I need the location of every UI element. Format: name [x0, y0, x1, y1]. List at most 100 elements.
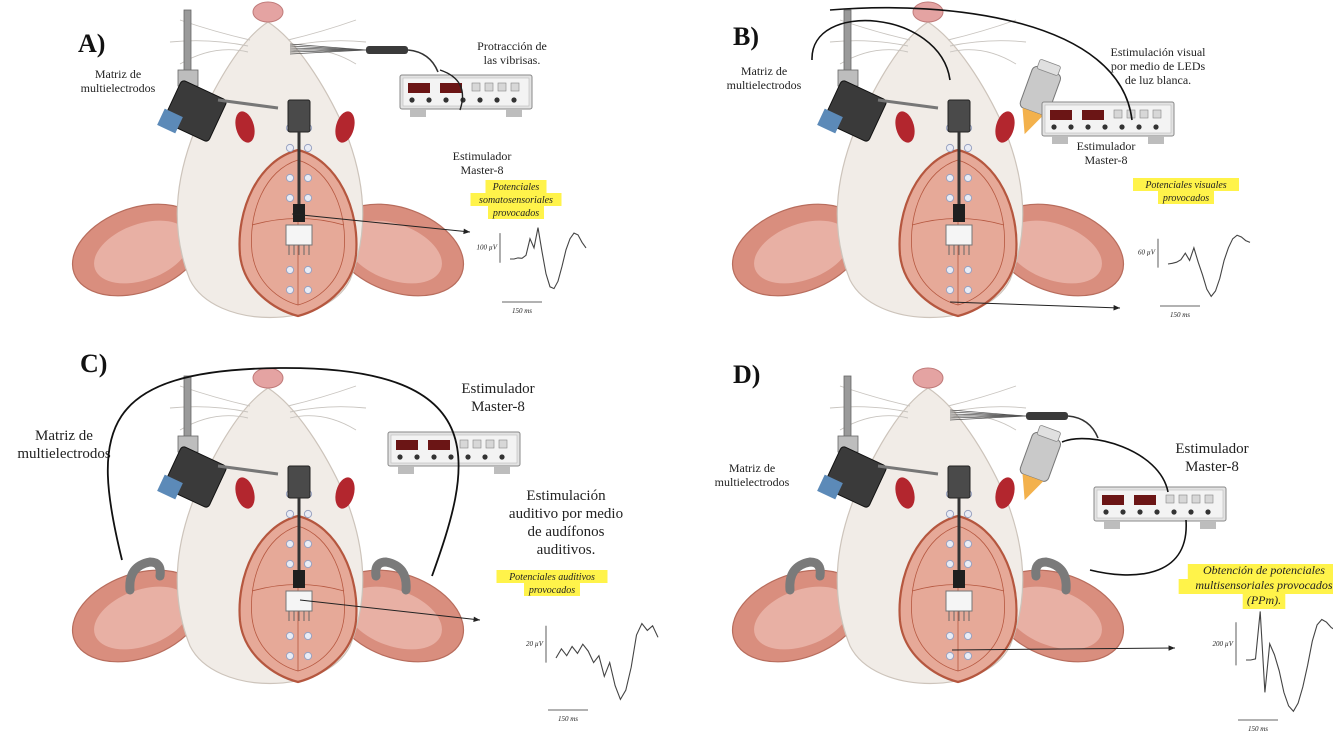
- annotation-label: las vibrisas.: [484, 53, 541, 67]
- stimulator-foot: [1104, 521, 1120, 529]
- stimulator-display: [1050, 110, 1072, 120]
- stimulator-master-8: [1042, 102, 1174, 144]
- stimulator-knob: [1136, 124, 1141, 129]
- stimulator-knob: [1119, 124, 1124, 129]
- arrow-head: [1169, 645, 1175, 650]
- stimulator-button: [1179, 495, 1187, 503]
- stimulator-knob: [397, 454, 402, 459]
- stimulator-display: [408, 83, 430, 93]
- stimulator-knob: [426, 97, 431, 102]
- highlight-caption: provocados: [528, 585, 575, 596]
- annotation-label: Matriz de: [35, 428, 93, 444]
- stimulator-knob: [1051, 124, 1056, 129]
- amplitude-label: 200 µV: [1212, 640, 1233, 648]
- stimulator-button: [1153, 110, 1161, 118]
- stimulator-knob: [448, 454, 453, 459]
- stimulator-knob: [499, 454, 504, 459]
- stimulator-foot: [506, 109, 522, 117]
- annotation-label: Matriz de: [95, 67, 141, 81]
- skull-electrode: [964, 510, 971, 517]
- rat-schematic: [60, 2, 477, 318]
- time-label: 150 ms: [512, 307, 532, 315]
- stimulator-foot: [410, 109, 426, 117]
- whisker-probe: [950, 410, 1098, 438]
- skull-electrode: [946, 560, 953, 567]
- skull-electrode: [964, 286, 971, 293]
- highlight-caption: provocados: [492, 208, 539, 219]
- amplitude-label: 60 µV: [1138, 249, 1156, 257]
- skull-electrode: [304, 652, 311, 659]
- rat-nose: [253, 368, 283, 388]
- arrow-head: [463, 229, 470, 234]
- stimulator-button: [1192, 495, 1200, 503]
- skull-electrode: [946, 144, 953, 151]
- skull-electrode: [304, 266, 311, 273]
- stimulator-button: [472, 83, 480, 91]
- annotation-label: de luz blanca.: [1125, 73, 1191, 87]
- stimulator-button: [511, 83, 519, 91]
- stimulator-knob: [1154, 509, 1159, 514]
- stimulator-master-8: [1094, 487, 1226, 529]
- stimulator-foot: [494, 466, 510, 474]
- stimulator-button: [485, 83, 493, 91]
- skull-electrode: [964, 144, 971, 151]
- stimulator-knob: [443, 97, 448, 102]
- stimulator-display: [396, 440, 418, 450]
- skull-electrode: [304, 632, 311, 639]
- connector: [953, 204, 965, 222]
- skull-electrode: [964, 632, 971, 639]
- highlight-caption: somatosensoriales: [479, 195, 553, 206]
- rat-nose: [913, 2, 943, 22]
- stimulator-button: [498, 83, 506, 91]
- stimulator-button: [1205, 495, 1213, 503]
- stimulator-knob: [494, 97, 499, 102]
- skull-electrode: [946, 174, 953, 181]
- stimulator-button: [1114, 110, 1122, 118]
- annotation-label: Estimulador: [1077, 139, 1136, 153]
- stimulator-knob: [1103, 509, 1108, 514]
- skull-electrode: [964, 194, 971, 201]
- skull-electrode: [946, 266, 953, 273]
- annotation-label: Matriz de: [729, 461, 775, 475]
- panel-letter: C): [80, 349, 107, 378]
- panel-letter: B): [733, 22, 759, 51]
- panel-letter: D): [733, 360, 760, 389]
- skull-electrode: [286, 266, 293, 273]
- highlight-caption: provocados: [1162, 193, 1209, 204]
- annotation-label: multielectrodos: [17, 446, 110, 462]
- skull-electrode: [286, 632, 293, 639]
- skull-electrode: [304, 540, 311, 547]
- whisker-probe: [290, 44, 438, 72]
- annotation-label: Matriz de: [741, 64, 787, 78]
- connector: [953, 570, 965, 588]
- evoked-trace: [510, 228, 586, 289]
- annotation-label: Master-8: [1185, 459, 1239, 475]
- stimulator-knob: [1153, 124, 1158, 129]
- highlight-caption: Obtención de potenciales: [1203, 563, 1325, 577]
- annotation-label: por medio de LEDs: [1111, 59, 1206, 73]
- panel-letter: A): [78, 29, 105, 58]
- annotation-label: auditivo por medio: [509, 506, 623, 522]
- skull-electrode: [946, 632, 953, 639]
- time-label: 150 ms: [1248, 725, 1268, 732]
- stimulator-button: [486, 440, 494, 448]
- highlight-caption: (PPm).: [1247, 593, 1281, 607]
- rat-schematic: [720, 368, 1137, 684]
- skull-electrode: [946, 652, 953, 659]
- skull-electrode: [304, 286, 311, 293]
- skull-electrode: [304, 510, 311, 517]
- highlight-caption: Potenciales: [492, 182, 540, 193]
- arrow-head: [1113, 305, 1120, 310]
- amplitude-label: 100 µV: [476, 243, 497, 251]
- rat-nose: [253, 2, 283, 22]
- stimulator-knob: [1120, 509, 1125, 514]
- headstage: [948, 466, 970, 498]
- time-label: 150 ms: [558, 715, 578, 723]
- rat-schematic: [720, 2, 1137, 318]
- stimulator-display: [1134, 495, 1156, 505]
- stimulator-display: [1102, 495, 1124, 505]
- headstage: [288, 100, 310, 132]
- stimulator-knob: [1068, 124, 1073, 129]
- skull-electrode: [964, 560, 971, 567]
- stimulator-knob: [465, 454, 470, 459]
